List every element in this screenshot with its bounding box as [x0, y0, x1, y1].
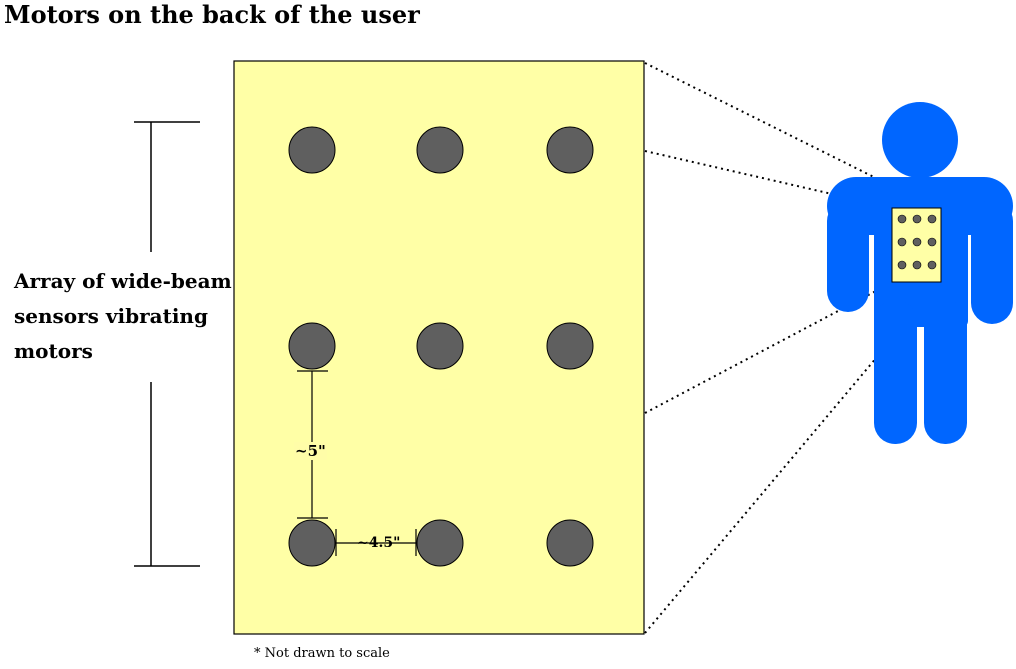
zoom-connector-lines	[644, 62, 941, 634]
motor	[546, 519, 594, 567]
motor	[288, 519, 336, 567]
mini-motor	[927, 237, 937, 247]
mini-motor	[912, 260, 922, 270]
array-bracket	[134, 121, 200, 567]
motor	[288, 322, 336, 370]
motor	[546, 322, 594, 370]
array-label-line-1: Array of wide-beam	[14, 269, 232, 293]
mini-motor	[897, 214, 907, 224]
person-shoulders	[827, 177, 1013, 235]
mini-motor	[927, 214, 937, 224]
mini-motor	[927, 260, 937, 270]
array-label: Array of wide-beam sensors vibrating mot…	[14, 264, 232, 369]
motor	[416, 519, 464, 567]
vertical-spacing-label: ~5"	[294, 442, 327, 460]
horizontal-spacing-marker	[335, 529, 417, 556]
mini-motor	[897, 237, 907, 247]
mini-motor	[912, 237, 922, 247]
scale-footnote: * Not drawn to scale	[254, 646, 390, 661]
person-left-leg	[874, 300, 917, 444]
motor	[416, 322, 464, 370]
array-label-line-2: sensors vibrating	[14, 304, 208, 328]
mini-motor	[897, 260, 907, 270]
back-motor-grid	[897, 214, 937, 270]
motor-grid	[288, 126, 594, 567]
mini-motor	[912, 214, 922, 224]
person-head	[882, 102, 958, 178]
motor	[416, 126, 464, 174]
motor	[288, 126, 336, 174]
array-label-line-3: motors	[14, 339, 93, 363]
motor	[546, 126, 594, 174]
person-right-arm	[971, 200, 1013, 324]
horizontal-spacing-label: ~4.5"	[357, 535, 401, 551]
person-right-leg	[924, 300, 967, 444]
diagram-title: Motors on the back of the user	[4, 0, 420, 29]
person-left-arm	[827, 200, 869, 312]
